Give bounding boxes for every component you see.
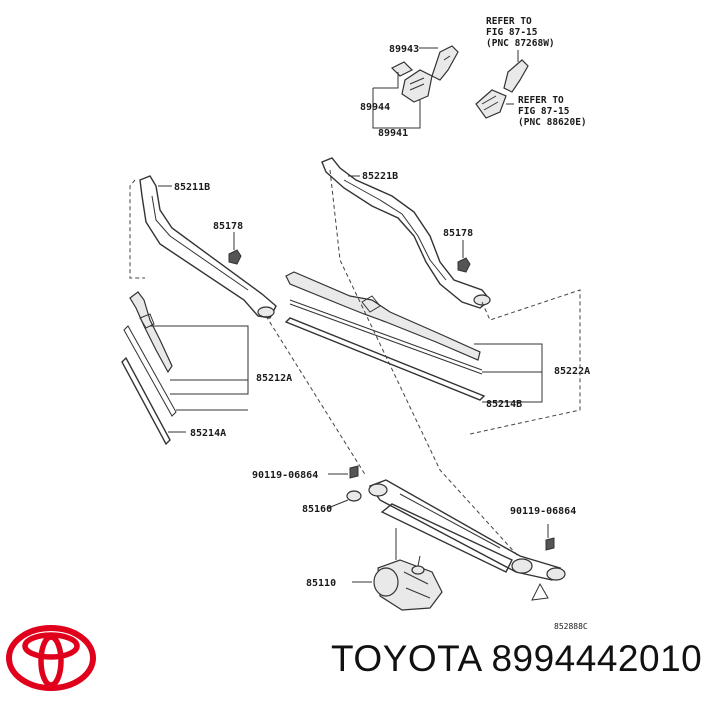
label-85110: 85110 bbox=[306, 578, 336, 589]
nut-85178-left bbox=[228, 249, 242, 265]
right-wiper-blade bbox=[284, 271, 486, 401]
right-wiper-arm bbox=[321, 157, 491, 309]
nut-85178-right bbox=[457, 257, 471, 273]
label-85160: 85160 bbox=[302, 504, 332, 515]
brand-caption: TOYOTA 8994442010 bbox=[331, 638, 703, 679]
bolt-90119-right bbox=[545, 537, 555, 551]
ref-sensor-part bbox=[475, 89, 507, 119]
wiper-linkage bbox=[368, 479, 566, 601]
label-85212A: 85212A bbox=[256, 373, 292, 384]
label-85178-left: 85178 bbox=[213, 221, 243, 232]
ref-bracket-part bbox=[503, 59, 529, 93]
grommet-85160 bbox=[346, 490, 362, 502]
label-90119-left: 90119-06864 bbox=[252, 470, 318, 481]
part-89944-pad bbox=[390, 61, 414, 77]
label-89941: 89941 bbox=[378, 128, 408, 139]
bolt-90119-left bbox=[349, 465, 359, 479]
part-89941-sensor bbox=[401, 69, 433, 103]
label-85222A: 85222A bbox=[554, 366, 590, 377]
label-89944: 89944 bbox=[360, 102, 390, 113]
wiper-motor bbox=[373, 555, 443, 611]
refer-top-line-3: (PNC 87268W) bbox=[486, 38, 555, 49]
refer-mid-line-1: REFER TO bbox=[518, 95, 564, 106]
label-85178-right: 85178 bbox=[443, 228, 473, 239]
refer-mid-line-3: (PNC 88620E) bbox=[518, 117, 587, 128]
refer-top-line-2: FIG 87-15 bbox=[486, 27, 538, 38]
toyota-logo bbox=[6, 625, 96, 691]
part-89943-cover bbox=[431, 45, 459, 81]
refer-top-line-1: REFER TO bbox=[486, 16, 532, 27]
sensor-parts-group bbox=[372, 45, 529, 129]
label-89943: 89943 bbox=[389, 44, 419, 55]
label-85211B: 85211B bbox=[174, 182, 210, 193]
label-85214B: 85214B bbox=[486, 399, 522, 410]
left-wiper-blade bbox=[121, 291, 177, 446]
refer-mid-line-2: FIG 87-15 bbox=[518, 106, 570, 117]
left-wiper-arm bbox=[139, 175, 277, 319]
figure-code: 852888C bbox=[554, 622, 588, 631]
label-85221B: 85221B bbox=[362, 171, 398, 182]
label-85214A: 85214A bbox=[190, 428, 226, 439]
label-90119-right: 90119-06864 bbox=[510, 506, 576, 517]
